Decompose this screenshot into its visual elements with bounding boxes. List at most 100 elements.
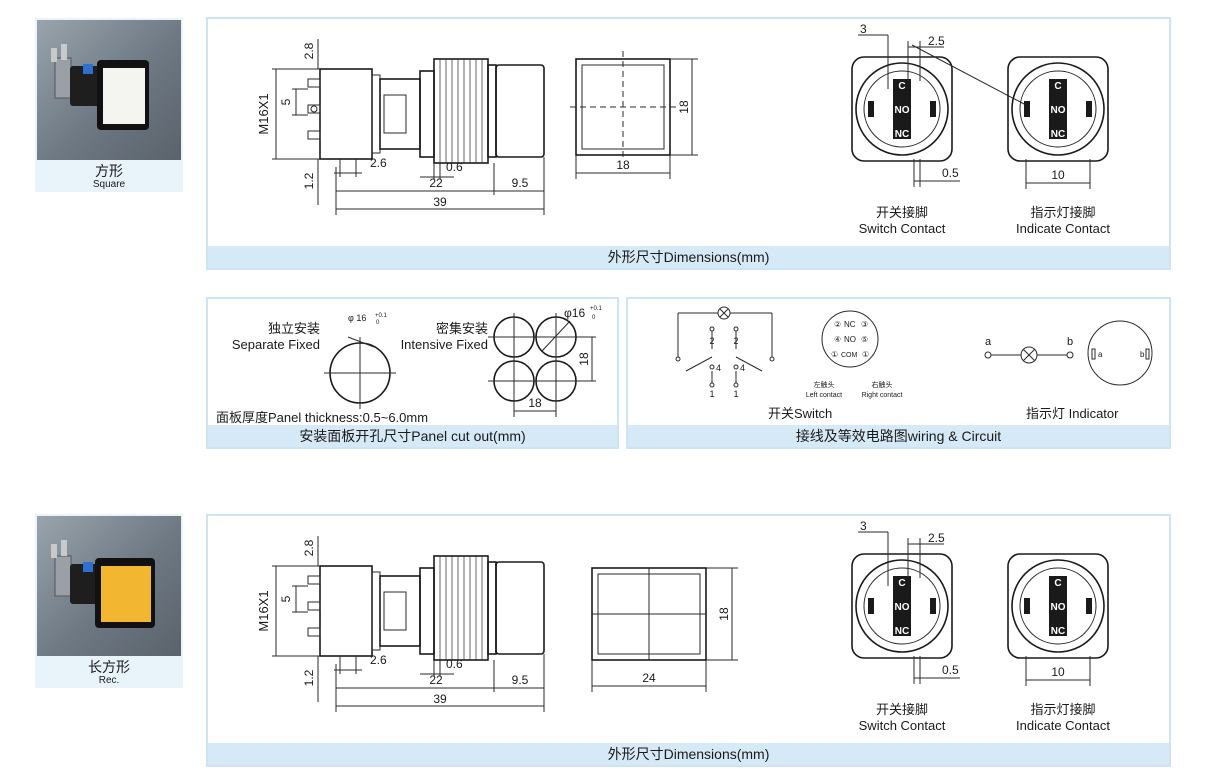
terminal-no: NO [895, 105, 910, 116]
dim-18-horizontal: 18 [528, 396, 542, 410]
terminal-c: C [898, 81, 905, 92]
cutout-drawing: φ 16 +0.1 0 φ16 +0.1 0 18 18 [324, 306, 603, 417]
tol-small-up: +0.1 [375, 313, 388, 319]
dim-face-height: 18 [717, 607, 731, 621]
front-view [591, 567, 738, 692]
dim-0-5: 0.5 [942, 663, 959, 677]
intensive-zh: 密集安装 [435, 321, 488, 336]
pin-nc: NC [844, 320, 856, 329]
left-contact-zh: 左触头 [814, 380, 835, 389]
tol-large-low: 0 [592, 315, 596, 321]
dim-5: 5 [279, 98, 293, 105]
indicate-contact-view [1007, 56, 1109, 189]
dim-10: 10 [1051, 168, 1065, 182]
tol-large-up: +0.1 [590, 306, 603, 312]
side-dimension-lines [272, 536, 545, 712]
indicator-terminal-c: C [1054, 578, 1061, 589]
indicator-terminal-no: NO [1051, 105, 1066, 116]
terminal-no: NO [895, 602, 910, 613]
dim-18-vertical: 18 [577, 352, 591, 366]
side-dimension-lines [272, 39, 545, 215]
indicator-terminal-nc: NC [1051, 129, 1065, 140]
switch-contact-view [851, 34, 1027, 187]
node-1a: 1 [709, 389, 714, 399]
node-2a: 2 [709, 336, 714, 346]
switch-label: 开关Switch [768, 406, 833, 421]
dimensions-panel-square: M16X1 5 2.8 1.2 2.6 0.6 22 9.5 39 18 18 [206, 17, 1171, 270]
rect-drawing: M16X1 5 2.8 1.2 2.6 0.6 22 9.5 39 24 18 [256, 519, 1109, 712]
dim-2-6: 2.6 [370, 653, 387, 667]
caption-en: Square [92, 179, 126, 190]
dim-0-5: 0.5 [942, 166, 959, 180]
product-thumb-rect: 长方形 Rec. [35, 514, 183, 688]
indicator-label: 指示灯 Indicator [1026, 406, 1119, 421]
node-1b: 1 [733, 389, 738, 399]
tol-small-low: 0 [376, 320, 380, 326]
dim-22: 22 [429, 176, 443, 190]
caption-zh: 长方形 [88, 659, 130, 675]
side-view [307, 58, 545, 164]
indicator-terminal-no: NO [1051, 602, 1066, 613]
dim-22: 22 [429, 673, 443, 687]
intensive-en: Intensive Fixed [400, 337, 488, 352]
indicate-contact-en: Indicate Contact [1016, 221, 1110, 236]
indicator-terminal-nc: NC [1051, 626, 1065, 637]
indicate-contact-zh: 指示灯接脚 [1030, 702, 1096, 717]
right-contact-zh: 右触头 [872, 380, 893, 389]
product-photo-rect [37, 516, 181, 656]
dim-9-5: 9.5 [512, 176, 529, 190]
circuit-b: b [1067, 336, 1073, 348]
dim-2-5: 2.5 [928, 531, 945, 545]
pin-no: NO [844, 335, 856, 344]
pin-5: ⑤ [861, 335, 868, 344]
thumb-caption-square: 方形 Square [35, 164, 183, 191]
switch-contact-caption: 开关接脚 Switch Contact [837, 702, 967, 734]
pin-1a: ① [831, 350, 838, 359]
dim-39: 39 [433, 692, 447, 706]
indicator-terminal-c: C [1054, 81, 1061, 92]
dim-thread: M16X1 [256, 93, 271, 134]
dim-face-width: 18 [616, 158, 630, 172]
left-contact-en: Left contact [806, 392, 842, 399]
dim-face-height: 18 [677, 100, 691, 114]
panel-footer: 外形尺寸Dimensions(mm) [208, 743, 1169, 765]
dim-3: 3 [860, 22, 867, 36]
switch-contact-zh: 开关接脚 [875, 205, 928, 220]
switch-contact-en: Switch Contact [858, 718, 946, 733]
side-view [307, 555, 545, 661]
dim-9-5: 9.5 [512, 673, 529, 687]
node-4a: 4 [716, 363, 721, 373]
indicate-contact-en: Indicate Contact [1016, 718, 1110, 733]
thumb-caption-rect: 长方形 Rec. [35, 659, 183, 687]
pin-3: ③ [861, 320, 868, 329]
panel-footer: 接线及等效电路图wiring & Circuit [628, 425, 1169, 447]
lens-yellow [101, 566, 151, 622]
dim-0-6: 0.6 [446, 657, 463, 671]
separate-zh: 独立安装 [267, 321, 320, 336]
dim-1-2: 1.2 [302, 172, 316, 189]
terminal-c: C [898, 578, 905, 589]
pin-1b: ① [862, 350, 869, 359]
wiring-drawing: 2 2 4 4 1 1 ② NC ③ ④ NO ⑤ ① COM ① 左触头 Le… [675, 306, 1153, 399]
indicator-a: a [1098, 350, 1103, 359]
separate-en: Separate Fixed [231, 337, 320, 352]
caption-en: Rec. [98, 675, 120, 686]
cutout-panel: φ 16 +0.1 0 φ16 +0.1 0 18 18 独立安装 Separa… [206, 297, 619, 449]
panel-footer: 安装面板开孔尺寸Panel cut out(mm) [208, 425, 617, 447]
switch-contact-zh: 开关接脚 [875, 702, 928, 717]
dimensions-panel-rect: M16X1 5 2.8 1.2 2.6 0.6 22 9.5 39 24 18 [206, 514, 1171, 767]
dim-thread: M16X1 [256, 590, 271, 631]
dim-2-6: 2.6 [370, 156, 387, 170]
dim-5: 5 [279, 595, 293, 602]
panel-footer: 外形尺寸Dimensions(mm) [208, 246, 1169, 268]
phi-large: φ16 [564, 306, 585, 320]
dim-39: 39 [433, 195, 447, 209]
lens-white [103, 68, 145, 124]
panel-thickness-note: 面板厚度Panel thickness:0.5~6.0mm [216, 410, 429, 425]
dim-3: 3 [860, 519, 867, 533]
phi-small: φ 16 [348, 313, 366, 323]
dim-face-width: 24 [642, 671, 656, 685]
product-photo-square [37, 20, 181, 160]
terminal-nc: NC [895, 626, 909, 637]
right-contact-en: Right contact [862, 392, 903, 399]
